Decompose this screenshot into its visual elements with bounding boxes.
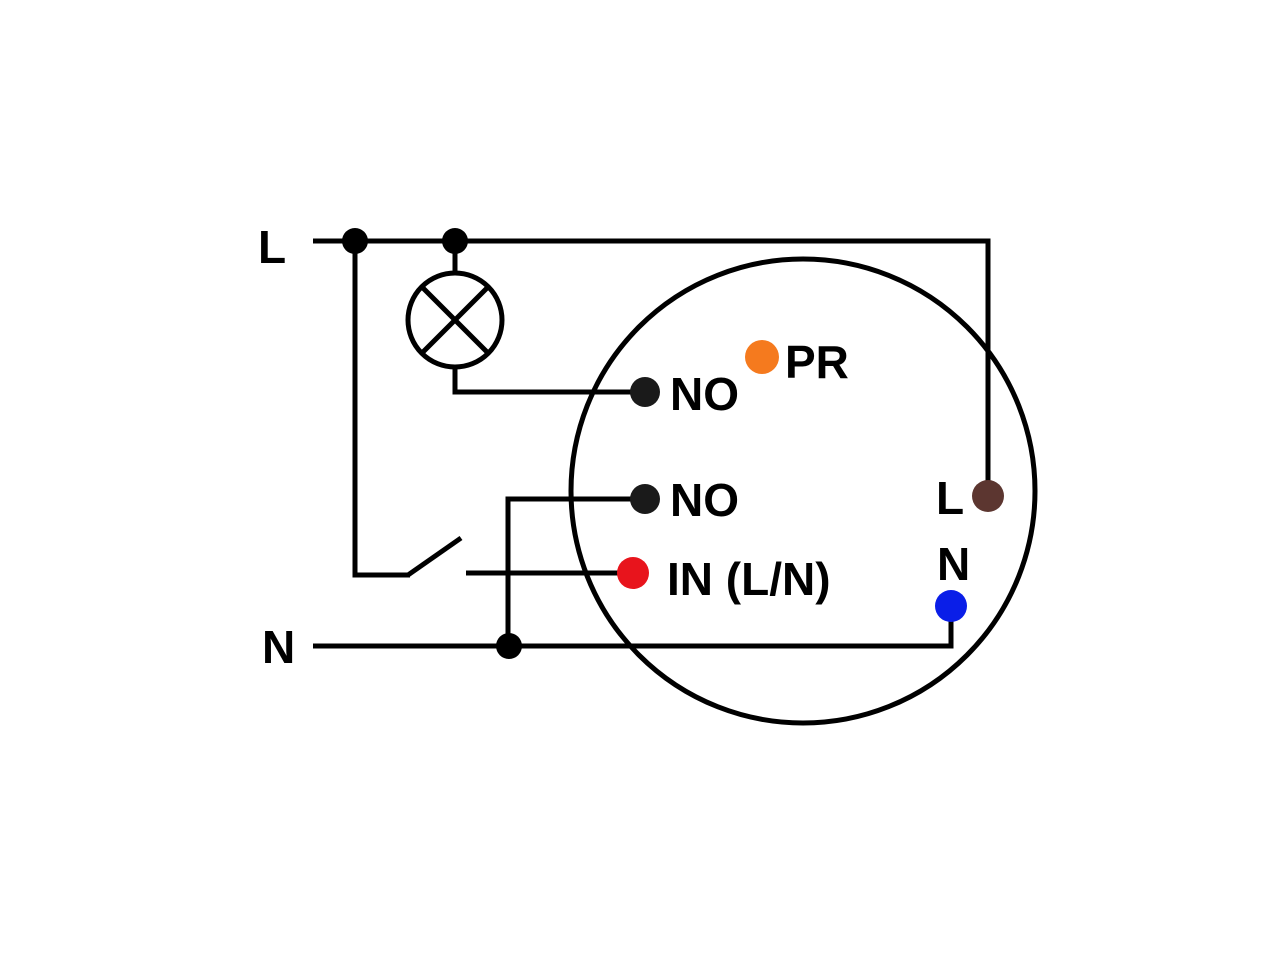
lamp-to-no-wire: [452, 367, 645, 395]
live-wire: [313, 238, 991, 496]
terminal-l: [972, 480, 1004, 512]
neutral-line-label: N: [262, 621, 295, 673]
terminal-n-label: N: [937, 538, 970, 590]
switch-icon: [406, 535, 463, 578]
junction-dot: [342, 228, 368, 254]
terminal-no-upper: [630, 377, 660, 407]
lamp-icon: [405, 270, 505, 370]
switch-feed-wire: [352, 241, 410, 578]
terminal-in: [617, 557, 649, 589]
junction-dot: [442, 228, 468, 254]
terminal-in-label: IN (L/N): [667, 553, 831, 605]
terminal-pr-label: PR: [785, 336, 849, 388]
terminal-pr: [745, 340, 779, 374]
module-outline: [568, 256, 1038, 726]
terminal-n: [935, 590, 967, 622]
junction-dot: [496, 633, 522, 659]
live-line-label: L: [258, 221, 286, 273]
no-lower-wire: [505, 496, 645, 646]
neutral-wire: [313, 606, 954, 649]
terminal-l-label: L: [936, 472, 964, 524]
terminal-no-lower: [630, 484, 660, 514]
terminal-no-lower-label: NO: [670, 474, 739, 526]
terminal-no-upper-label: NO: [670, 368, 739, 420]
